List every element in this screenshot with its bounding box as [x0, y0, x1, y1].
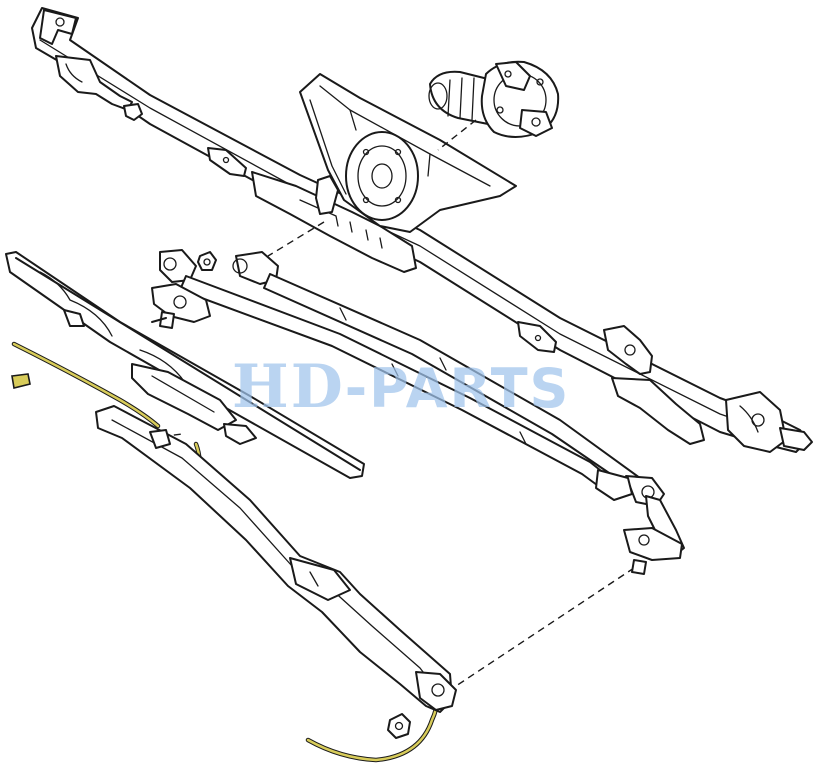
pivot-crank-right — [623, 495, 685, 575]
nut-top — [197, 251, 217, 271]
wiper-frame — [31, 7, 813, 453]
nut-bottom — [387, 713, 411, 739]
linkage-rod-lower — [159, 249, 633, 501]
wiper-arm — [95, 405, 457, 713]
linkage-rod-upper — [232, 251, 665, 507]
pivot-crank-left — [151, 283, 211, 329]
hose-clip — [11, 373, 31, 389]
wiper-blade — [5, 251, 365, 479]
wiper-motor — [428, 60, 560, 138]
motor-mounting-plate — [299, 73, 517, 233]
